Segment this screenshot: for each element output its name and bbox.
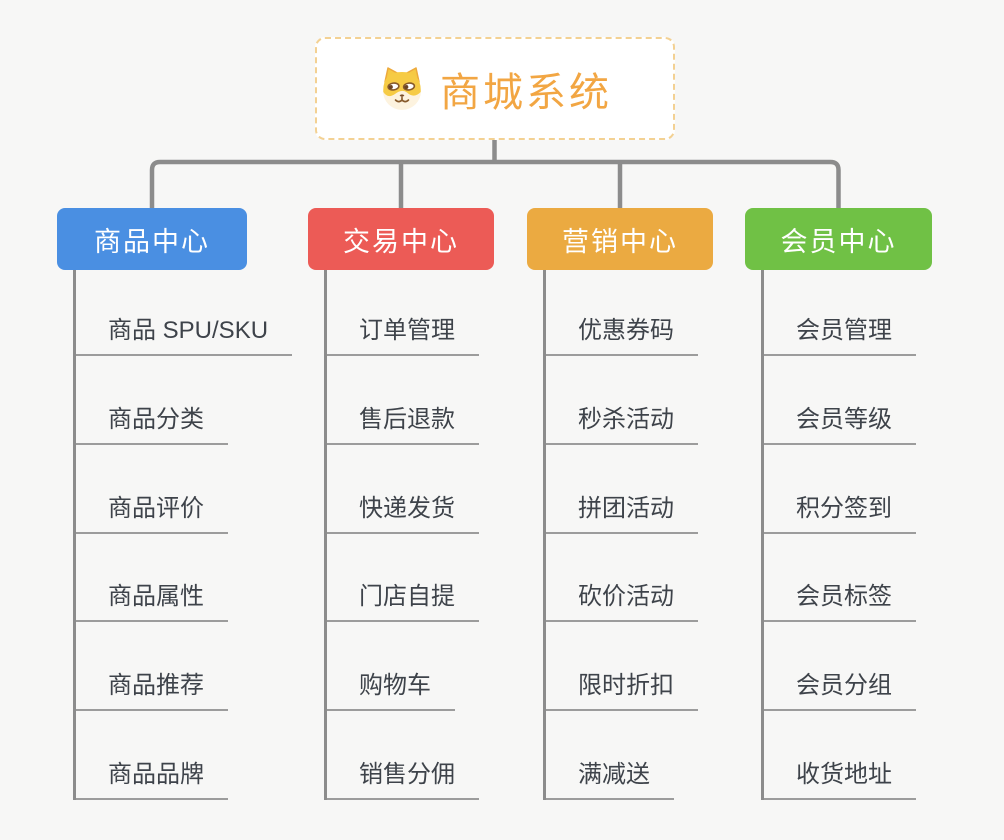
tree-node-item[interactable]: 收货地址 (764, 711, 916, 800)
tree-node-item[interactable]: 会员管理 (764, 270, 916, 356)
tree-node-item[interactable]: 优惠券码 (546, 270, 698, 356)
tree-node-item[interactable]: 售后退款 (327, 356, 479, 445)
tree-node-item[interactable]: 限时折扣 (546, 622, 698, 712)
tree-node-item[interactable]: 销售分佣 (327, 711, 479, 800)
tree-node-item[interactable]: 会员等级 (764, 356, 916, 445)
branch-box-member-center[interactable]: 会员中心 (745, 208, 932, 270)
branch-label: 营销中心 (562, 226, 678, 257)
tree-node-item[interactable]: 订单管理 (327, 270, 479, 356)
tree-node-item[interactable]: 会员标签 (764, 534, 916, 623)
tree-node-item[interactable]: 拼团活动 (546, 445, 698, 534)
tree-node-item[interactable]: 砍价活动 (546, 534, 698, 623)
tree-node-item[interactable]: 满减送 (546, 711, 674, 800)
branch-items-trade-center: 订单管理 售后退款 快递发货 门店自提 购物车 销售分佣 (324, 270, 479, 800)
tree-node-item[interactable]: 会员分组 (764, 622, 916, 712)
tree-node-item[interactable]: 购物车 (327, 622, 455, 712)
dog-face-icon (378, 65, 426, 113)
branch-box-marketing-center[interactable]: 营销中心 (527, 208, 713, 270)
root-title: 商城系统 (440, 70, 612, 115)
branch-label: 会员中心 (780, 226, 897, 257)
branch-items-product-center: 商品 SPU/SKU 商品分类 商品评价 商品属性 商品推荐 商品品牌 (73, 270, 293, 800)
tree-node-item[interactable]: 快递发货 (327, 445, 479, 534)
branch-items-marketing-center: 优惠券码 秒杀活动 拼团活动 砍价活动 限时折扣 满减送 (543, 270, 698, 800)
tree-node-item[interactable]: 商品品牌 (76, 711, 228, 800)
tree-node-item[interactable]: 商品 SPU/SKU (76, 270, 293, 356)
branch-label: 交易中心 (343, 226, 459, 257)
root-node[interactable]: 商城系统 (315, 37, 675, 140)
branch-box-product-center[interactable]: 商品中心 (57, 208, 247, 270)
branch-label: 商品中心 (94, 226, 210, 257)
tree-node-item[interactable]: 商品推荐 (76, 622, 228, 712)
tree-node-item[interactable]: 积分签到 (764, 445, 916, 534)
tree-node-item[interactable]: 秒杀活动 (546, 356, 698, 445)
tree-node-item[interactable]: 商品分类 (76, 356, 228, 445)
branch-items-member-center: 会员管理 会员等级 积分签到 会员标签 会员分组 收货地址 (761, 270, 916, 800)
tree-node-item[interactable]: 商品评价 (76, 445, 228, 534)
branch-box-trade-center[interactable]: 交易中心 (308, 208, 494, 270)
tree-node-item[interactable]: 商品属性 (76, 534, 228, 623)
tree-node-item[interactable]: 门店自提 (327, 534, 479, 623)
